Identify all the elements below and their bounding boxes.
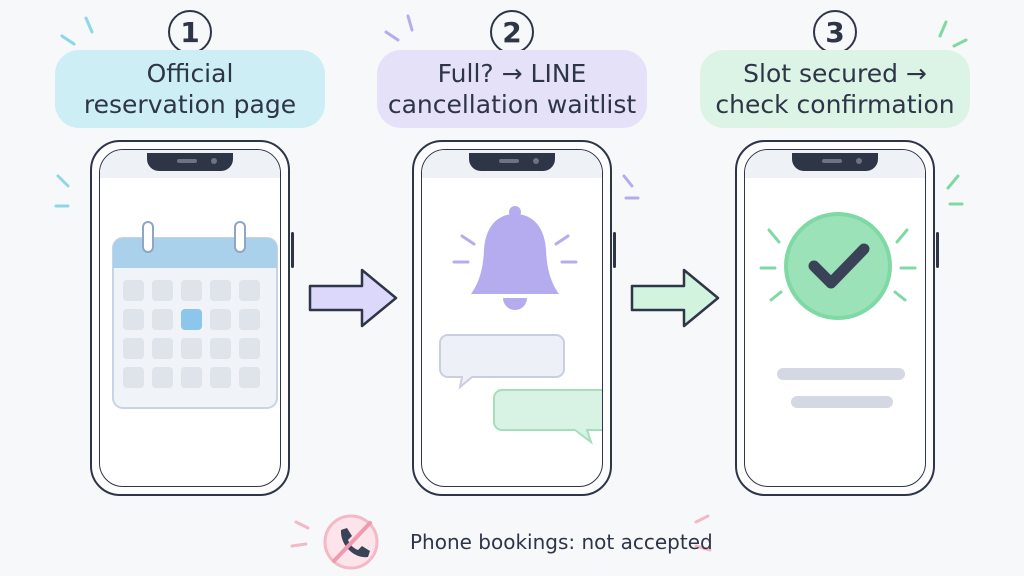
- confirmation-line-1: [777, 368, 905, 380]
- calendar-day: [181, 338, 202, 359]
- step-3: 3 Slot secured → check confirmation: [700, 0, 970, 500]
- step-1-title-line2: reservation page: [83, 90, 297, 119]
- calendar-day: [152, 338, 173, 359]
- confirmation-line-2: [791, 396, 893, 408]
- step-1-label: Official reservation page: [55, 50, 325, 128]
- phone-notch: [469, 153, 555, 171]
- calendar-day: [210, 367, 231, 388]
- step-number-3: 3: [813, 10, 857, 54]
- phone-step-2: [412, 140, 616, 496]
- step-number-1: 1: [168, 10, 212, 54]
- calendar-day: [152, 367, 173, 388]
- chat-bubble-grey: [439, 334, 565, 390]
- calendar-day: [210, 280, 231, 301]
- arrow-right-1: [308, 268, 398, 328]
- footer-text: Phone bookings: not accepted: [410, 530, 713, 554]
- phone-step-1: [90, 140, 294, 496]
- calendar-day: [181, 367, 202, 388]
- no-phone-icon: [323, 514, 379, 570]
- calendar-day: [239, 280, 260, 301]
- calendar-day: [210, 338, 231, 359]
- calendar-day: [123, 338, 144, 359]
- arrow-right-2: [630, 268, 720, 328]
- phone-notch: [147, 153, 233, 171]
- calendar-day: [210, 309, 231, 330]
- step-3-label: Slot secured → check confirmation: [700, 50, 970, 128]
- check-circle-icon: [759, 212, 917, 320]
- calendar-day: [152, 309, 173, 330]
- step-3-title-line2: check confirmation: [715, 90, 955, 119]
- calendar-day: [123, 367, 144, 388]
- phone-notch: [792, 153, 878, 171]
- calendar-day: [239, 367, 260, 388]
- chat-bubble-green: [493, 389, 602, 445]
- step-3-title-line1: Slot secured →: [743, 59, 927, 88]
- bell-icon: [452, 206, 578, 310]
- step-number-2: 2: [490, 10, 534, 54]
- step-2: 2 Full? → LINE cancellation waitlist: [377, 0, 647, 500]
- calendar-day: [123, 309, 144, 330]
- step-1: 1 Official reservation page: [55, 0, 325, 500]
- calendar-day-selected: [181, 309, 202, 330]
- calendar-day: [123, 280, 144, 301]
- calendar-day: [239, 338, 260, 359]
- phone-step-3: [735, 140, 939, 496]
- calendar-day: [239, 309, 260, 330]
- step-2-title-line1: Full? → LINE: [437, 59, 587, 88]
- calendar-day: [152, 280, 173, 301]
- step-1-title-line1: Official: [146, 59, 234, 88]
- calendar-day: [181, 280, 202, 301]
- footer-note: Phone bookings: not accepted: [322, 514, 713, 570]
- calendar-icon: [112, 221, 278, 409]
- step-2-label: Full? → LINE cancellation waitlist: [377, 50, 647, 128]
- step-2-title-line2: cancellation waitlist: [387, 90, 637, 119]
